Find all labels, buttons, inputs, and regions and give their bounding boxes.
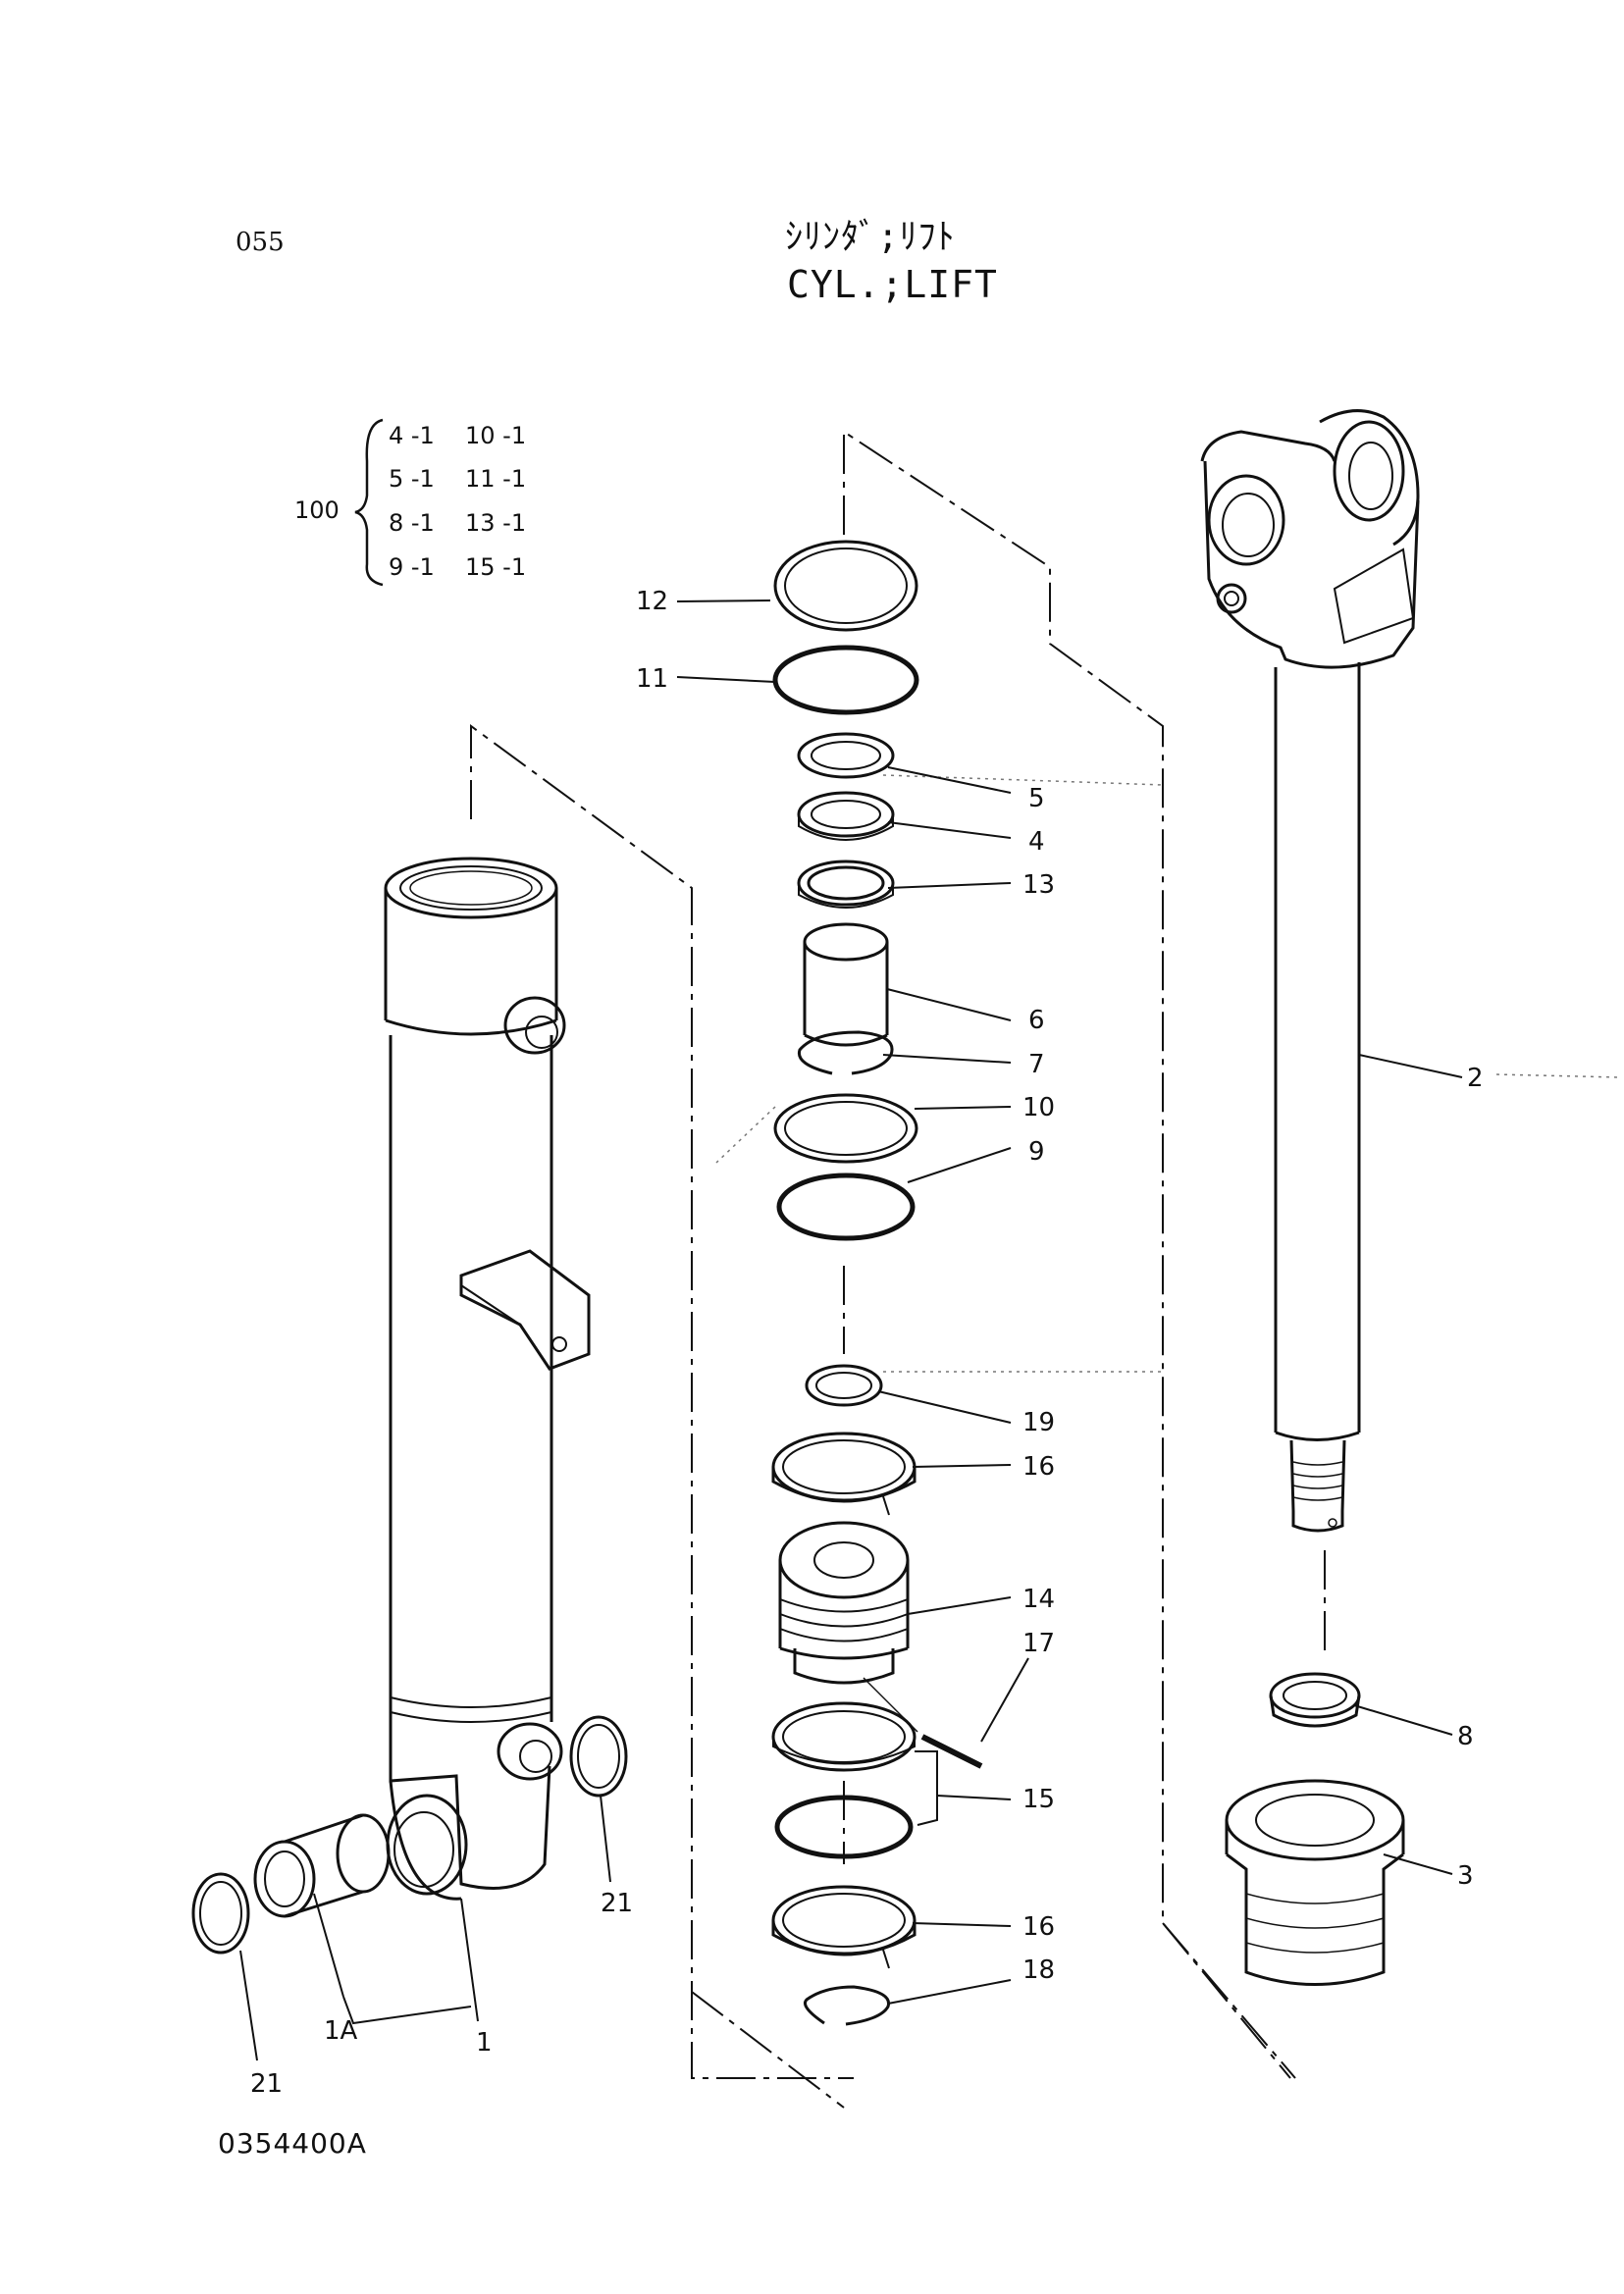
kit-brace <box>354 418 384 587</box>
label-part-1a: 1A <box>324 2016 358 2046</box>
kit-item: 4 -1 <box>389 422 435 449</box>
label-part-11: 11 <box>636 664 668 694</box>
label-part-16-lower: 16 <box>1022 1912 1055 1942</box>
label-part-17: 17 <box>1022 1629 1055 1658</box>
label-part-21-left: 21 <box>250 2069 283 2099</box>
title-english: CYL.;LIFT <box>787 263 998 306</box>
alignment-dotted-lines <box>715 774 1620 1373</box>
label-part-8: 8 <box>1457 1722 1474 1751</box>
label-part-19: 19 <box>1022 1408 1055 1437</box>
part-labels: 12 11 5 4 13 6 7 10 9 19 16 14 17 15 16 … <box>250 587 1484 2099</box>
label-part-21-right: 21 <box>601 1889 633 1918</box>
seal-ring-21 <box>191 1715 628 1955</box>
kit-item: 5 -1 <box>389 465 435 493</box>
label-part-9: 9 <box>1028 1137 1045 1167</box>
label-part-3: 3 <box>1457 1861 1474 1891</box>
kit-item: 13 -1 <box>465 509 526 537</box>
kit-item: 9 -1 <box>389 553 435 581</box>
label-part-14: 14 <box>1022 1585 1055 1614</box>
middle-seal-stack <box>771 540 983 2026</box>
kit-item: 11 -1 <box>465 465 526 493</box>
label-part-1: 1 <box>476 2028 493 2058</box>
cylinder-tube <box>384 857 591 1901</box>
kit-item: 15 -1 <box>465 553 526 581</box>
kit-number: 100 <box>294 496 340 524</box>
label-part-7: 7 <box>1028 1050 1045 1079</box>
piston-rod <box>1200 409 1420 1533</box>
bushing <box>253 1813 391 1918</box>
label-part-4: 4 <box>1028 827 1045 857</box>
drawing-code: 0354400A <box>218 2127 367 2160</box>
label-part-10: 10 <box>1022 1093 1055 1122</box>
label-part-15: 15 <box>1022 1785 1055 1814</box>
rod-cover <box>1225 1779 1405 1986</box>
label-part-18: 18 <box>1022 1955 1055 1985</box>
leader-lines <box>239 600 1463 2061</box>
dust-seal <box>1269 1672 1361 1728</box>
kit-item: 10 -1 <box>465 422 526 449</box>
label-part-16-upper: 16 <box>1022 1452 1055 1482</box>
label-part-5: 5 <box>1028 784 1045 813</box>
label-part-13: 13 <box>1022 870 1055 900</box>
label-part-6: 6 <box>1028 1006 1045 1035</box>
assembly-center-lines <box>470 430 1326 2109</box>
label-part-12: 12 <box>636 587 668 616</box>
label-part-2: 2 <box>1467 1064 1484 1093</box>
kit-item: 8 -1 <box>389 509 435 537</box>
kit-list: 100 4 -1 5 -1 8 -1 9 -1 10 -1 11 -1 13 -… <box>294 418 526 587</box>
page-number: 055 <box>236 228 285 257</box>
title-japanese: ｼﾘﾝﾀﾞ;ﾘﾌﾄ <box>785 217 956 257</box>
